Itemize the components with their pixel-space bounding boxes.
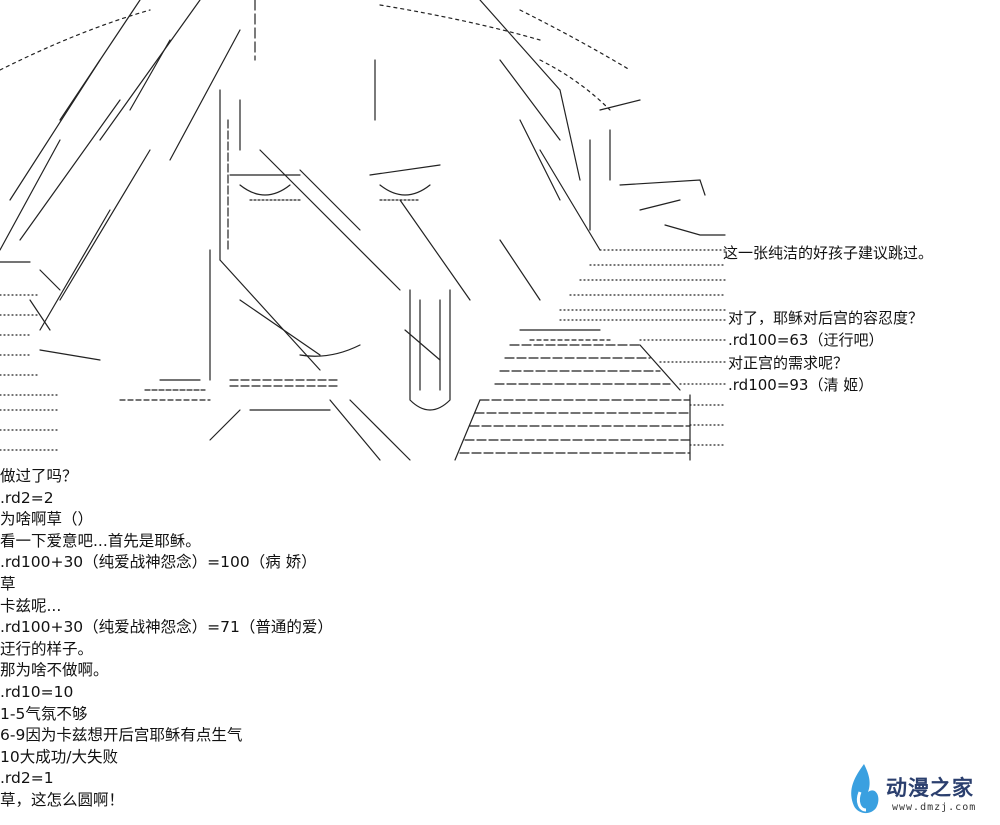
side-text-skip-note: 这一张纯洁的好孩子建议跳过。 bbox=[723, 244, 934, 262]
side-text-roll-main-wife: .rd100=93（清 姬） bbox=[728, 376, 874, 394]
text-line: 1-5气氛不够 bbox=[0, 704, 88, 723]
watermark-name: 动漫之家 bbox=[886, 776, 974, 800]
text-line: .rd2=2 bbox=[0, 488, 54, 507]
text-line: 做过了吗？ bbox=[0, 467, 78, 485]
text-line: 看一下爱意吧...首先是耶稣。 bbox=[0, 531, 201, 550]
text-line: .rd100+30（纯爱战神怨念）=71（普通的爱） bbox=[0, 618, 333, 637]
text-line: 10大成功/大失败 bbox=[0, 747, 118, 766]
side-text-main-wife-question: 对正宫的需求呢？ bbox=[728, 354, 849, 372]
text-line: .rd100+30（纯爱战神怨念）=100（病 娇） bbox=[0, 553, 317, 572]
text-line: 草 bbox=[0, 574, 16, 593]
side-text-harem-question: 对了，耶稣对后宫的容忍度？ bbox=[728, 309, 924, 327]
text-line: 卡兹呢... bbox=[0, 596, 62, 615]
watermark-url: www.dmzj.com bbox=[892, 802, 977, 813]
text-line: .rd2=1 bbox=[0, 769, 54, 788]
text-line: 那为啥不做啊。 bbox=[0, 661, 109, 680]
text-line: 6-9因为卡兹想开后宫耶稣有点生气 bbox=[0, 726, 243, 745]
side-text-roll-harem: .rd100=63（迂行吧） bbox=[728, 331, 884, 349]
text-line: 为啥啊草（） bbox=[0, 510, 94, 529]
text-line: .rd10=10 bbox=[0, 682, 74, 701]
text-line: 迂行的样子。 bbox=[0, 639, 94, 658]
flame-logo-icon bbox=[851, 764, 879, 814]
dialogue-lines: 做过了吗？ .rd2=2 为啥啊草（） 看一下爱意吧...首先是耶稣。 .rd1… bbox=[0, 466, 333, 812]
watermark-logo: 动漫之家 www.dmzj.com bbox=[840, 758, 1000, 825]
text-line: 草，这怎么圆啊！ bbox=[0, 790, 125, 809]
ascii-art-illustration bbox=[0, 0, 726, 461]
